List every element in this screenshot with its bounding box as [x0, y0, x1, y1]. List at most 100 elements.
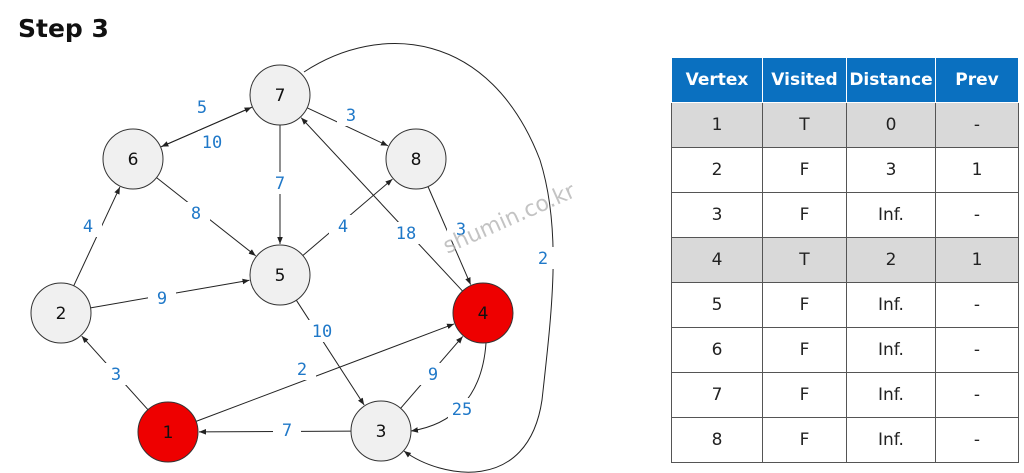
edge-label-bg-7-8 [337, 104, 365, 126]
cell-vertex: 7 [671, 372, 763, 418]
edge-label-bg-4-7 [392, 222, 420, 244]
cell-visited: F [762, 147, 847, 193]
edge-label-bg-6-7 [198, 131, 226, 153]
vertex-circle-5 [249, 244, 311, 306]
cell-vertex: 1 [671, 102, 763, 148]
cell-prev: - [935, 192, 1019, 238]
vertex-label-5: 5 [275, 266, 286, 286]
edge-weight-5-3: 10 [312, 322, 332, 342]
vertex-circle-2 [30, 282, 92, 344]
edge-4-7 [300, 117, 463, 292]
vertex-8: 8 [385, 128, 447, 190]
cell-prev: - [935, 417, 1019, 463]
vertex-circle-4 [452, 282, 514, 344]
vertex-label-3: 3 [376, 422, 387, 442]
cell-distance: 3 [846, 147, 936, 193]
cell-prev: - [935, 372, 1019, 418]
edge-weight-2-6: 4 [83, 217, 93, 237]
edge-weight-3-4: 9 [428, 365, 438, 385]
edge-weight-7-8: 3 [346, 106, 356, 126]
vertex-label-4: 4 [478, 304, 489, 324]
vertex-label-2: 2 [56, 304, 67, 324]
cell-prev: - [935, 327, 1019, 373]
edge-label-bg-4-3 [448, 398, 476, 420]
vertex-circle-7 [249, 64, 311, 126]
cell-distance: Inf. [846, 327, 936, 373]
edge-label-bg-3-4 [419, 363, 447, 385]
edge-label-bg-6-5 [182, 202, 210, 224]
cell-visited: F [762, 372, 847, 418]
edge-label-bg-7-3 [529, 247, 557, 269]
cell-visited: F [762, 327, 847, 373]
edge-1-4 [195, 323, 455, 422]
cell-prev: 1 [935, 237, 1019, 283]
vertex-7: 7 [249, 64, 311, 126]
column-header-vertex: Vertex [671, 57, 763, 103]
cell-distance: Inf. [846, 417, 936, 463]
edge-layer [73, 43, 554, 473]
cell-distance: 2 [846, 237, 936, 283]
vertex-circle-1 [137, 401, 199, 463]
column-header-visited: Visited [762, 57, 847, 103]
node-layer: 1 2 3 4 5 6 7 8 [30, 64, 514, 463]
cell-visited: F [762, 282, 847, 328]
step-title: Step 3 [18, 14, 109, 43]
column-header-distance: Distance [846, 57, 936, 103]
edge-weight-4-7: 18 [396, 224, 416, 244]
edge-label-bg-8-4 [447, 218, 475, 240]
cell-distance: Inf. [846, 192, 936, 238]
vertex-3: 3 [350, 400, 412, 462]
edge-weight-1-2: 3 [111, 365, 121, 385]
cell-vertex: 2 [671, 147, 763, 193]
edge-7-8 [306, 107, 389, 147]
edge-weight-6-7: 10 [202, 133, 222, 153]
vertex-1: 1 [137, 401, 199, 463]
edge-label-bg-7-5 [266, 172, 294, 194]
cell-vertex: 8 [671, 417, 763, 463]
edge-weight-8-4: 3 [456, 220, 466, 240]
edge-weight-7-3: 2 [538, 249, 548, 269]
edge-5-3 [295, 299, 365, 406]
edge-label-bg-7-6 [188, 96, 216, 118]
edge-weight-7-5: 7 [275, 174, 285, 194]
cell-visited: T [762, 102, 847, 148]
edge-label-bg-5-3 [308, 320, 336, 342]
cell-visited: F [762, 417, 847, 463]
cell-visited: T [762, 237, 847, 283]
vertex-circle-8 [385, 128, 447, 190]
cell-distance: 0 [846, 102, 936, 148]
cell-vertex: 5 [671, 282, 763, 328]
cell-visited: F [762, 192, 847, 238]
edge-weight-3-1: 7 [282, 421, 292, 441]
cell-vertex: 3 [671, 192, 763, 238]
edge-7-6 [161, 106, 253, 148]
column-header-prev: Prev [935, 57, 1019, 103]
edge-label-bg-2-5 [148, 287, 176, 309]
cell-vertex: 6 [671, 327, 763, 373]
vertex-label-1: 1 [163, 423, 174, 443]
vertex-label-8: 8 [411, 150, 422, 170]
edge-weight-7-6: 5 [197, 98, 207, 118]
cell-prev: - [935, 102, 1019, 148]
vertex-label-6: 6 [128, 150, 139, 170]
edge-label-bg-3-1 [273, 419, 301, 441]
edge-weight-4-3: 25 [452, 400, 472, 420]
edge-label-bg-2-6 [74, 215, 102, 237]
cell-distance: Inf. [846, 282, 936, 328]
cell-vertex: 4 [671, 237, 763, 283]
cell-prev: 1 [935, 147, 1019, 193]
vertex-2: 2 [30, 282, 92, 344]
edge-weight-5-8: 4 [338, 217, 348, 237]
vertex-4: 4 [452, 282, 514, 344]
